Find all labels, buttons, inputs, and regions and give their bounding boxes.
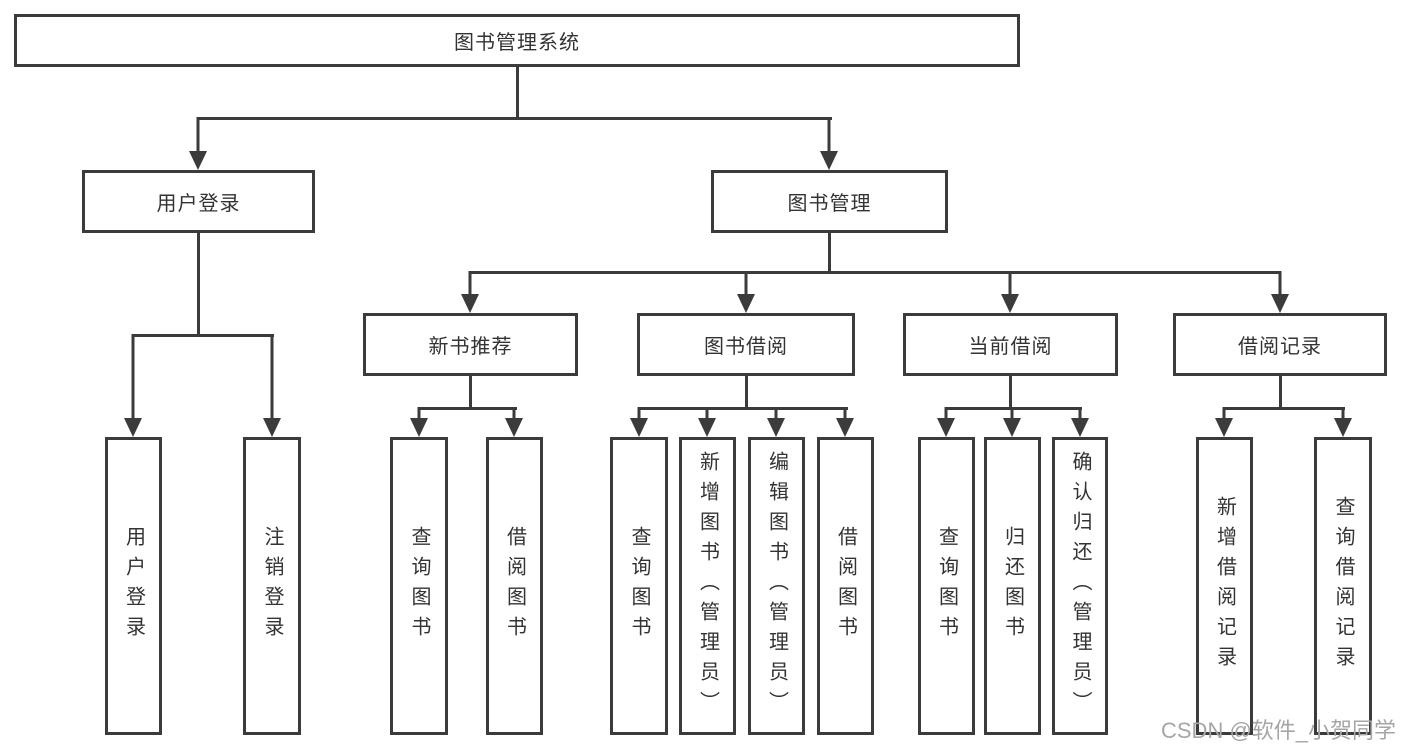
connector-book-management-hline <box>469 271 1281 274</box>
connector-new-book-hline <box>418 407 517 410</box>
connector-user-login-hline <box>132 334 274 337</box>
down-arrow-icon <box>937 407 955 437</box>
down-arrow-icon <box>836 407 854 437</box>
leaf-query-books-current-label: 查询图书 <box>935 526 958 646</box>
node-book-management-label: 图书管理 <box>787 193 872 215</box>
leaf-logout-label: 注销登录 <box>261 526 283 646</box>
leaf-borrow-books-borrowing-label: 借阅图书 <box>834 526 857 646</box>
leaf-return-book: 归还图书 <box>984 437 1041 735</box>
leaf-add-borrow-record-label: 新增借阅记录 <box>1213 496 1236 676</box>
node-borrow-records-label: 借阅记录 <box>1238 336 1322 358</box>
leaf-user-login: 用户登录 <box>105 437 162 735</box>
leaf-add-borrow-record: 新增借阅记录 <box>1196 437 1253 735</box>
down-arrow-icon <box>630 407 648 437</box>
node-new-book-recommend: 新书推荐 <box>363 313 578 376</box>
connector-book-borrowing-hline <box>638 407 848 410</box>
down-arrow-icon <box>767 407 785 437</box>
connector-root-vline <box>516 66 519 119</box>
connector-current-borrowing-vline <box>1009 376 1012 409</box>
down-arrow-icon <box>1001 271 1019 313</box>
down-arrow-icon <box>461 271 479 313</box>
leaf-query-books-recommend-label: 查询图书 <box>408 526 430 646</box>
leaf-edit-book-admin-label: 编辑图书（管理员） <box>765 451 788 721</box>
down-arrow-icon <box>1003 407 1021 437</box>
leaf-add-book-admin-label: 新增图书（管理员） <box>696 451 719 721</box>
leaf-borrow-books-recommend: 借阅图书 <box>486 437 543 735</box>
connector-borrow-records-vline <box>1279 376 1282 409</box>
node-user-login-label: 用户登录 <box>156 193 241 215</box>
leaf-borrow-books-borrowing: 借阅图书 <box>817 437 874 735</box>
down-arrow-icon <box>505 407 523 437</box>
node-book-management: 图书管理 <box>711 170 948 233</box>
connector-book-management-vline <box>828 233 831 273</box>
down-arrow-icon <box>410 407 428 437</box>
leaf-query-books-current: 查询图书 <box>918 437 975 735</box>
leaf-query-books-borrowing: 查询图书 <box>610 437 668 735</box>
connector-book-borrowing-vline <box>745 376 748 409</box>
down-arrow-icon <box>124 334 142 437</box>
connector-borrow-records-hline <box>1223 407 1345 410</box>
leaf-borrow-books-recommend-label: 借阅图书 <box>503 526 526 646</box>
node-current-borrowing: 当前借阅 <box>903 313 1118 376</box>
down-arrow-icon <box>737 271 755 313</box>
down-arrow-icon <box>820 117 838 170</box>
node-new-book-recommend-label: 新书推荐 <box>428 336 513 358</box>
node-current-borrowing-label: 当前借阅 <box>968 336 1053 358</box>
down-arrow-icon <box>189 117 207 170</box>
leaf-add-book-admin: 新增图书（管理员） <box>679 437 736 735</box>
down-arrow-icon <box>1271 271 1289 313</box>
connector-root-hline <box>197 117 832 120</box>
node-book-borrowing: 图书借阅 <box>637 313 855 376</box>
leaf-confirm-return-admin-label: 确认归还（管理员） <box>1069 451 1091 721</box>
leaf-query-books-borrowing-label: 查询图书 <box>628 526 650 646</box>
leaf-return-book-label: 归还图书 <box>1001 526 1024 646</box>
node-library-system: 图书管理系统 <box>14 14 1020 67</box>
leaf-edit-book-admin: 编辑图书（管理员） <box>748 437 805 735</box>
node-book-borrowing-label: 图书借阅 <box>704 336 788 358</box>
leaf-user-login-label: 用户登录 <box>122 526 145 646</box>
down-arrow-icon <box>263 334 281 437</box>
down-arrow-icon <box>1215 407 1233 437</box>
down-arrow-icon <box>1334 407 1352 437</box>
node-library-system-label: 图书管理系统 <box>454 32 580 54</box>
connector-user-login-vline <box>197 233 200 336</box>
node-user-login: 用户登录 <box>82 170 315 233</box>
connector-new-book-vline <box>469 376 472 409</box>
leaf-confirm-return-admin: 确认归还（管理员） <box>1052 437 1108 735</box>
down-arrow-icon <box>698 407 716 437</box>
leaf-query-borrow-record-label: 查询借阅记录 <box>1332 496 1354 676</box>
leaf-logout: 注销登录 <box>243 437 301 735</box>
leaf-query-books-recommend: 查询图书 <box>390 437 448 735</box>
down-arrow-icon <box>1071 407 1089 437</box>
leaf-query-borrow-record: 查询借阅记录 <box>1314 437 1372 735</box>
csdn-watermark: CSDN @软件_小贺同学 <box>1161 718 1397 743</box>
node-borrow-records: 借阅记录 <box>1173 313 1387 376</box>
